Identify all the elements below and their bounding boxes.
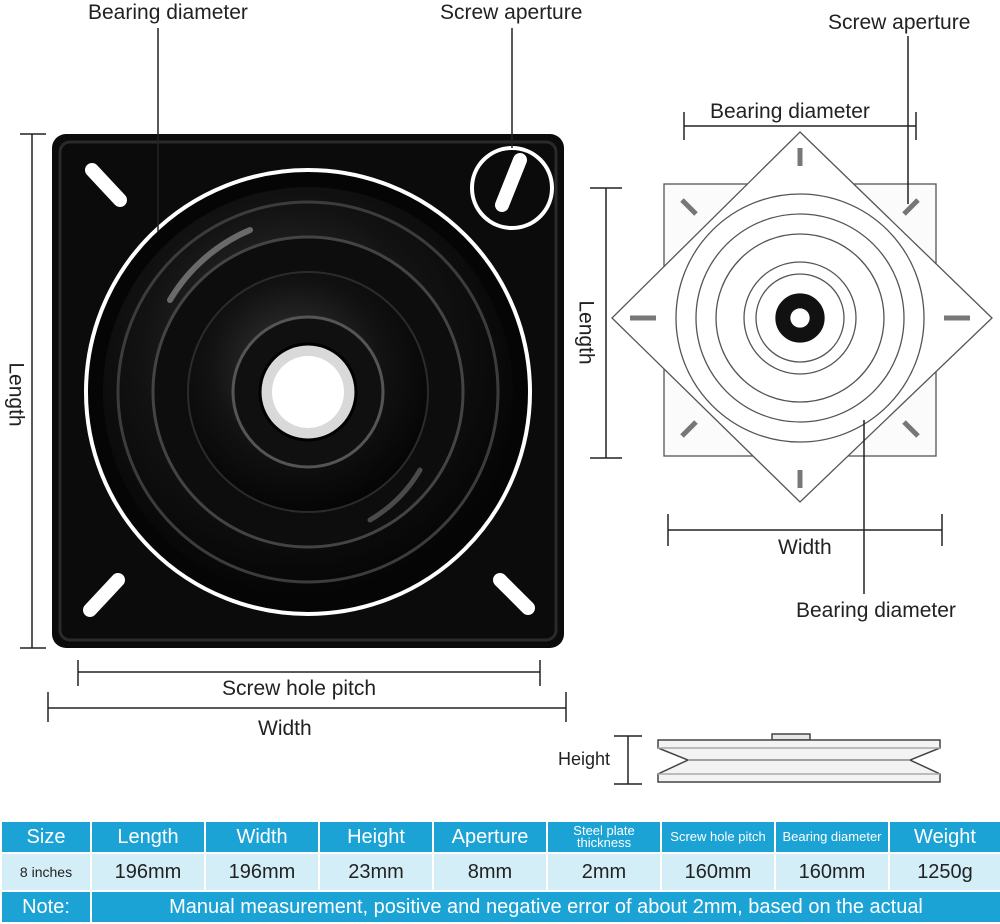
- header-length: Length: [90, 820, 206, 854]
- header-width: Width: [204, 820, 320, 854]
- label-length-drawing: Length: [574, 300, 598, 365]
- value-length: 196mm: [90, 852, 206, 892]
- value-width: 196mm: [204, 852, 320, 892]
- header-steel-plate-thickness: Steel plate thickness: [546, 820, 662, 854]
- label-bearing-diameter-photo: Bearing diameter: [88, 1, 248, 24]
- screw-slot-top-right: [495, 153, 527, 212]
- value-weight: 1250g: [888, 852, 1000, 892]
- spec-note-row: Note: Manual measurement, positive and n…: [0, 890, 1000, 924]
- label-bearing-diameter-bottom: Bearing diameter: [796, 599, 956, 622]
- note-text: Manual measurement, positive and negativ…: [90, 890, 1000, 924]
- label-width-photo: Width: [258, 717, 312, 740]
- value-size: 8 inches: [0, 852, 92, 892]
- header-height: Height: [318, 820, 434, 854]
- header-weight: Weight: [888, 820, 1000, 854]
- spec-value-row: 8 inches 196mm 196mm 23mm 8mm 2mm 160mm …: [0, 852, 1000, 892]
- drawing-dimension-lines: [590, 36, 943, 785]
- value-steel-plate-thickness: 2mm: [546, 852, 662, 892]
- swivel-plate-drawing: [611, 131, 993, 503]
- label-bearing-diameter-top: Bearing diameter: [710, 100, 870, 123]
- header-size: Size: [0, 820, 92, 854]
- value-aperture: 8mm: [432, 852, 548, 892]
- screw-slot-top-left: [85, 163, 127, 207]
- side-profile-drawing: [657, 733, 941, 783]
- spec-header-row: Size Length Width Height Aperture Steel …: [0, 820, 1000, 854]
- diagram-canvas: [20, 28, 993, 785]
- header-bearing-diameter: Bearing diameter: [774, 820, 890, 854]
- label-screw-aperture-photo: Screw aperture: [440, 1, 583, 24]
- header-aperture: Aperture: [432, 820, 548, 854]
- label-length-photo: Length: [4, 362, 28, 427]
- value-bearing-diameter: 160mm: [774, 852, 890, 892]
- value-height: 23mm: [318, 852, 434, 892]
- note-label: Note:: [0, 890, 92, 924]
- swivel-plate-photo: [52, 134, 564, 648]
- screw-slot-bottom-left: [83, 573, 125, 617]
- header-screw-hole-pitch: Screw hole pitch: [660, 820, 776, 854]
- screw-slot-bottom-right: [493, 573, 535, 615]
- label-screw-hole-pitch: Screw hole pitch: [222, 677, 377, 700]
- label-height: Height: [558, 749, 611, 769]
- spec-table: Size Length Width Height Aperture Steel …: [0, 820, 1000, 924]
- label-width-drawing: Width: [778, 536, 832, 559]
- photo-dimension-lines: [20, 28, 567, 722]
- value-screw-hole-pitch: 160mm: [660, 852, 776, 892]
- label-screw-aperture-drawing: Screw aperture: [828, 11, 971, 34]
